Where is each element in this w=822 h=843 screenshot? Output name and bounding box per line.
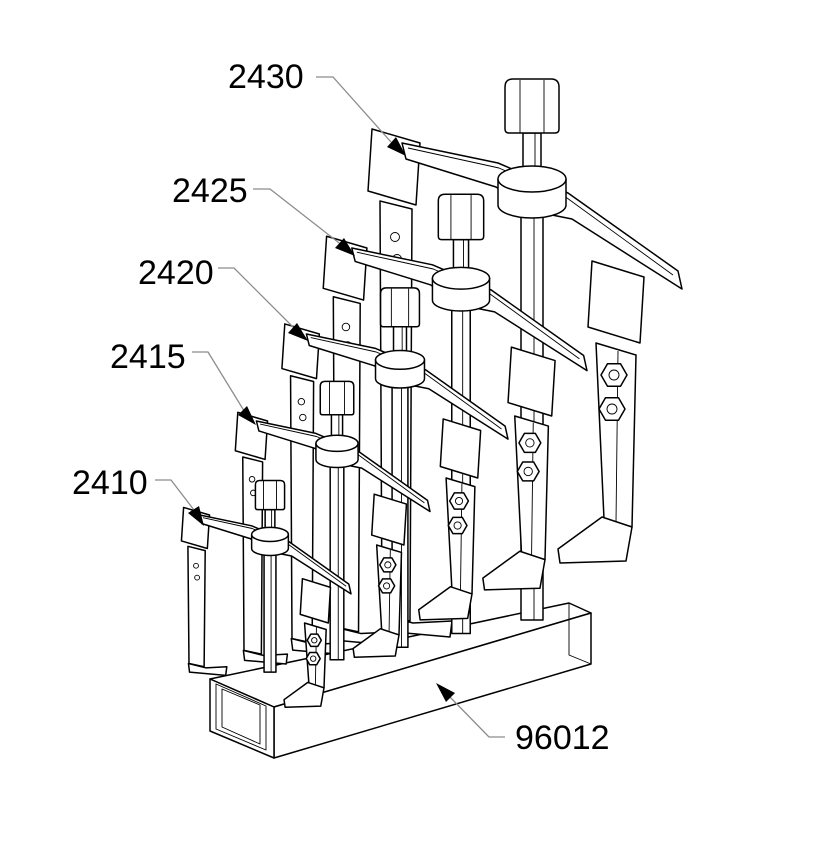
spindle-hex-head bbox=[255, 480, 284, 509]
base-end-inner-lip bbox=[216, 684, 266, 750]
leader-line bbox=[253, 188, 344, 247]
screw-head bbox=[300, 414, 306, 420]
callout-96012: 96012 bbox=[436, 683, 610, 757]
spindle-hex-head bbox=[381, 288, 420, 327]
hex-nut bbox=[599, 398, 625, 421]
yoke-boss-top bbox=[252, 527, 289, 541]
leader-arrowhead bbox=[436, 683, 455, 702]
spindle-hex-head bbox=[505, 79, 559, 133]
base-end-inner-wall bbox=[222, 689, 260, 744]
leader-arrowhead bbox=[188, 506, 204, 526]
puller-2415 bbox=[235, 381, 430, 664]
leader-line bbox=[447, 694, 505, 738]
spindle-hex-head bbox=[320, 381, 353, 414]
spindle-hex-head bbox=[438, 194, 483, 239]
jaw-clamp-front bbox=[440, 419, 480, 478]
hex-nut bbox=[601, 364, 627, 387]
screw-head bbox=[298, 398, 304, 404]
leader-line bbox=[192, 351, 247, 415]
yoke-boss-top bbox=[498, 166, 566, 192]
hex-nut bbox=[519, 433, 541, 452]
jaw-clamp-front bbox=[588, 261, 644, 343]
leader-line bbox=[218, 267, 297, 331]
jaw-clamp-front bbox=[300, 579, 330, 623]
callout-2425: 2425 bbox=[172, 172, 355, 256]
hex-nut bbox=[450, 493, 469, 509]
callout-2420: 2420 bbox=[138, 254, 308, 341]
screw-head bbox=[249, 476, 255, 482]
leader-line bbox=[316, 76, 392, 143]
hex-nut bbox=[517, 462, 539, 481]
leader-line bbox=[155, 479, 195, 511]
leader-arrowhead bbox=[288, 323, 308, 341]
yoke-boss-top bbox=[316, 435, 358, 451]
jaw-hook-back bbox=[188, 664, 226, 676]
jaw-hook-front bbox=[558, 517, 632, 563]
base-end-face bbox=[210, 679, 274, 758]
jaw-hook-front bbox=[353, 629, 399, 658]
jaw-hook-front bbox=[419, 587, 472, 620]
part-label: 96012 bbox=[515, 719, 610, 757]
callout-2430: 2430 bbox=[228, 58, 406, 156]
part-label: 2415 bbox=[110, 338, 186, 376]
screw-head bbox=[195, 575, 200, 580]
leader-arrowhead bbox=[335, 238, 355, 256]
screw-head bbox=[391, 233, 400, 242]
spindle-rod bbox=[330, 454, 344, 659]
part-label: 2430 bbox=[228, 58, 304, 96]
jaw-hook-front bbox=[483, 551, 545, 590]
part-label: 2420 bbox=[138, 254, 214, 292]
hex-nut bbox=[307, 634, 321, 646]
hex-nut bbox=[379, 579, 395, 593]
jaw-hook-front bbox=[284, 682, 324, 707]
callout-2415: 2415 bbox=[110, 338, 256, 425]
jaw-clamp-front bbox=[372, 494, 407, 545]
screw-head bbox=[194, 563, 199, 568]
screw-head bbox=[342, 323, 350, 331]
base-right-cap bbox=[569, 603, 591, 664]
leader-arrowhead bbox=[238, 406, 256, 425]
part-label: 2425 bbox=[172, 172, 248, 210]
puller-set bbox=[181, 79, 682, 707]
jaw-clamp-front bbox=[508, 347, 555, 416]
stand-base bbox=[210, 603, 591, 758]
part-label: 2410 bbox=[72, 464, 148, 502]
yoke-boss-top bbox=[432, 267, 489, 289]
yoke-boss-top bbox=[376, 351, 425, 370]
puller-2410 bbox=[181, 480, 351, 707]
spindle-rod bbox=[264, 544, 276, 672]
jaw-arm-back bbox=[188, 546, 205, 666]
callouts: 2430 2425 2420 2415 2410 bbox=[72, 58, 610, 757]
hex-nut bbox=[306, 653, 320, 665]
hex-nut bbox=[380, 558, 396, 572]
leader-arrowhead bbox=[387, 137, 406, 156]
callout-2410: 2410 bbox=[72, 464, 204, 526]
hex-nut bbox=[448, 517, 467, 533]
